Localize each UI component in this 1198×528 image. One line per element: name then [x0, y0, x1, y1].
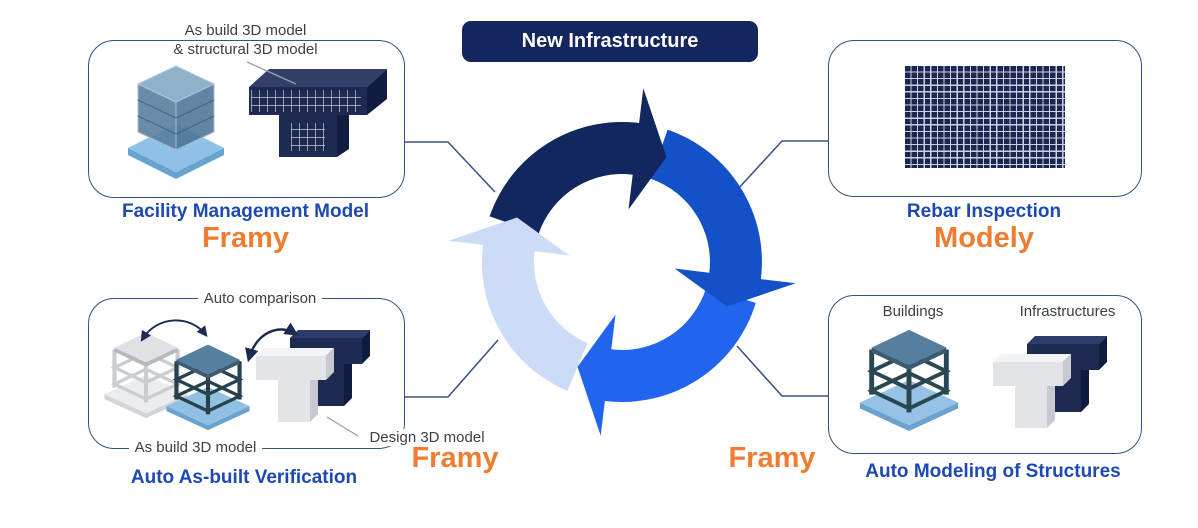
facility-callout-label: As build 3D model & structural 3D model	[88, 21, 403, 59]
product-modely: Modely	[934, 222, 1034, 254]
title-badge: New Infrastructure	[462, 21, 758, 62]
legend-auto-comparison: Auto comparison	[110, 289, 410, 308]
compare-arrow-buildings-icon	[136, 312, 212, 345]
caption-facility: Facility Management Model	[121, 201, 370, 222]
cycle-arrow-top	[489, 88, 667, 234]
cycle-arrow-left	[448, 217, 588, 391]
title-badge-label: New Infrastructure	[521, 30, 699, 52]
connector-bottom-right	[736, 345, 828, 397]
product-framy-modeling: Framy	[728, 442, 816, 474]
pier-pair-modeling-icon	[985, 328, 1115, 438]
label-buildings: Buildings	[882, 303, 944, 320]
facility-callout-line2: & structural 3D model	[167, 41, 324, 58]
cycle-arrows-icon	[448, 88, 796, 436]
grid-pier-model-icon	[249, 69, 387, 157]
caption-modeling: Auto Modeling of Structures	[865, 461, 1121, 482]
caption-verification: Auto As-built Verification	[130, 467, 358, 488]
caption-rebar: Rebar Inspection	[906, 201, 1062, 222]
rebar-mesh-icon	[905, 66, 1065, 168]
facility-callout-line1: As build 3D model	[178, 22, 313, 39]
cycle-arrow-bottom	[577, 287, 756, 436]
compare-arrow-piers-icon	[243, 320, 301, 364]
cycle-arrow-right	[650, 129, 796, 307]
product-framy-verification: Framy	[411, 442, 499, 474]
connector-bottom-left	[403, 339, 499, 398]
connector-top-right	[736, 140, 828, 191]
product-framy-facility: Framy	[201, 222, 290, 254]
building-model-icon	[850, 322, 968, 432]
label-infrastructures: Infrastructures	[1019, 303, 1116, 320]
label-design-model: Design 3D model	[352, 428, 502, 447]
connector-top-left	[403, 141, 496, 193]
glass-building-model-icon	[128, 65, 224, 179]
label-as-build-model: As build 3D model	[88, 438, 303, 457]
